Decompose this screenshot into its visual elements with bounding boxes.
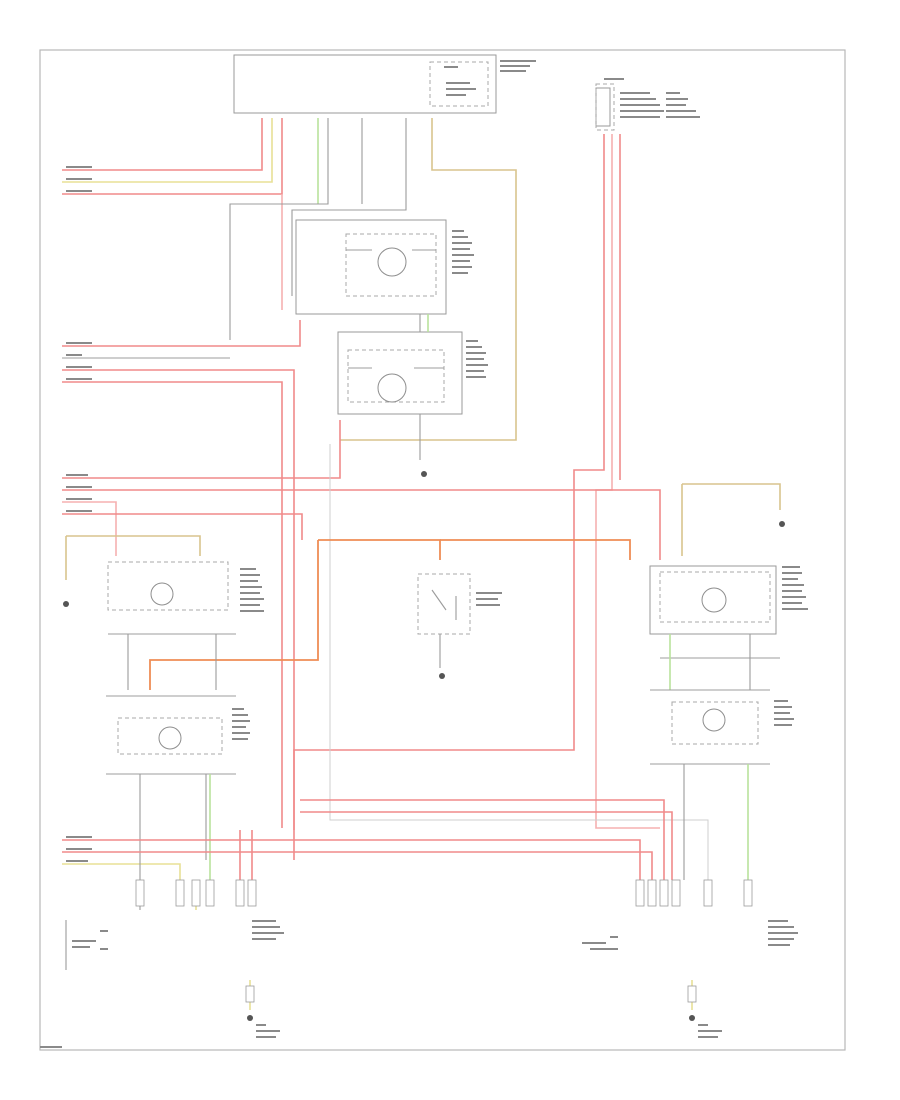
- connector-icon: [135, 879, 145, 907]
- motor-icon: [701, 587, 727, 613]
- left-rear-switch: [65, 920, 284, 1038]
- connector-icon: [687, 985, 697, 1003]
- wires-bottom: [62, 799, 673, 910]
- ground-icon: [779, 521, 785, 527]
- module-top: [233, 54, 536, 114]
- ground-icon: [439, 673, 445, 679]
- motor-icon: [158, 726, 182, 750]
- center-switch: [417, 573, 502, 679]
- motor-icon: [377, 373, 407, 403]
- wires-left-mid-lower: [62, 420, 709, 880]
- switch-icon: [431, 589, 457, 620]
- connector-icon: [247, 879, 257, 907]
- connector-icon: [671, 879, 681, 907]
- right-seat-motor-upper: [649, 483, 808, 690]
- fuse-relay-box: [595, 78, 700, 131]
- front-seat-motor-lower: [337, 314, 488, 477]
- right-seat-motor-lower: [650, 689, 794, 900]
- bottom-connectors: [135, 879, 753, 907]
- connector-icon: [205, 879, 215, 907]
- ground-icon: [421, 471, 427, 477]
- connector-icon: [191, 879, 201, 907]
- connector-icon: [635, 879, 645, 907]
- connector-icon: [235, 879, 245, 907]
- diagram-frame: [39, 49, 846, 1051]
- ground-icon: [689, 1015, 695, 1021]
- connector-icon: [175, 879, 185, 907]
- ground-icon: [63, 601, 69, 607]
- motor-icon: [150, 582, 174, 606]
- connector-icon: [659, 879, 669, 907]
- motor-icon: [377, 247, 407, 277]
- wires-left-mid-upper: [62, 320, 301, 830]
- connector-icon: [703, 879, 713, 907]
- motor-icon: [702, 708, 726, 732]
- right-rear-switch: [582, 920, 798, 1038]
- wires-orange: [149, 539, 631, 690]
- edge-labels: [40, 166, 92, 1048]
- front-seat-motor-upper: [295, 219, 474, 315]
- connector-icon: [647, 879, 657, 907]
- connector-icon: [743, 879, 753, 907]
- left-seat-motor-upper: [63, 535, 264, 690]
- connector-icon: [245, 985, 255, 1003]
- left-seat-motor-lower: [106, 695, 250, 900]
- ground-icon: [247, 1015, 253, 1021]
